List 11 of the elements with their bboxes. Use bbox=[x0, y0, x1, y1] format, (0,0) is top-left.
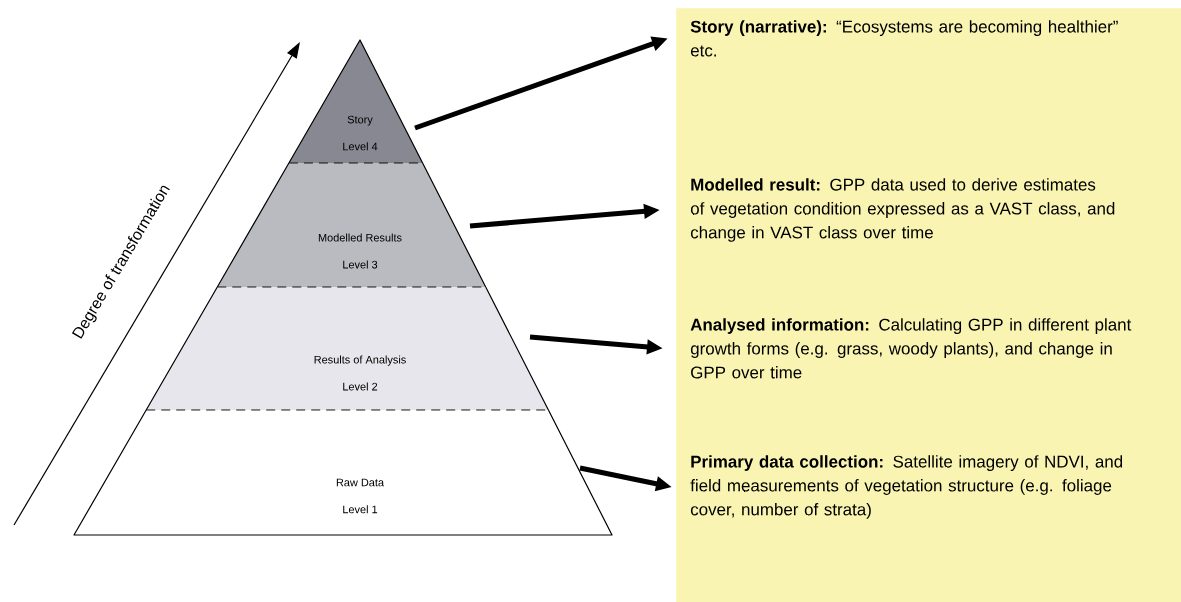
node-label: Raw Data bbox=[336, 478, 385, 487]
description-text: Analysed information: Calculating GPP in different plant growth forms (e.g. grass, woody plants), and change in GPP over time bbox=[690, 318, 1132, 379]
pyramid-level: Story Level 4 bbox=[288, 39, 424, 164]
description-text: Primary data collection: Satellite imagery of NDVI, and field measurements of vegetation structure (e.g. foliage cover, number of strata) bbox=[690, 455, 1123, 519]
pyramid-level: Modelled Results Level 3 bbox=[216, 162, 487, 288]
node-label: Level 1 bbox=[343, 505, 378, 514]
pyramid-level: Raw Data Level 1 bbox=[73, 409, 613, 536]
note-panel bbox=[676, 8, 1181, 602]
pyramid-level: Results of Analysis Level 2 bbox=[145, 286, 549, 411]
description-text: Modelled result: GPP data used to derive estimates of vegetation condition expressed as a VAST class, and change in VAST class over time bbox=[690, 178, 1115, 242]
description-text: Story (narrative): “Ecosystems are becoming healthier” etc. bbox=[690, 20, 1118, 57]
